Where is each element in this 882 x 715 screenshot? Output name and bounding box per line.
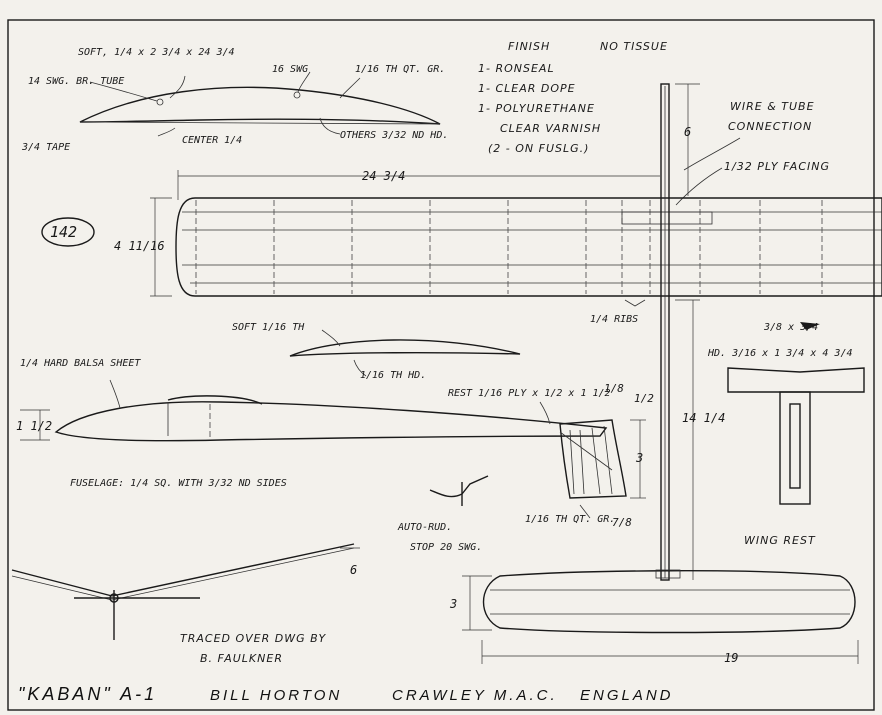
finish-item-1: 1- RONSEAL bbox=[478, 62, 555, 75]
fin-thk-dim: 1/8 bbox=[604, 382, 624, 395]
chord-dim: 4 11/16 bbox=[114, 239, 165, 253]
title-block: "KABAN" A-1 BILL HORTON CRAWLEY M.A.C. E… bbox=[18, 684, 674, 704]
model-name: "KABAN" A-1 bbox=[18, 684, 157, 704]
ply-facing: 1/32 PLY FACING bbox=[724, 160, 830, 173]
wing-rest: 3/8 x 3/4 HD. 3/16 x 1 3/4 x 4 3/4 WING … bbox=[707, 322, 865, 547]
wedge-icon bbox=[800, 322, 820, 330]
finish-notes: FINISH NO TISSUE 1- RONSEAL 1- CLEAR DOP… bbox=[478, 40, 830, 206]
wire-tube-1: WIRE & TUBE bbox=[730, 100, 815, 113]
designer-name: BILL HORTON bbox=[210, 687, 342, 704]
traced-line-2: B. FAULKNER bbox=[200, 652, 283, 665]
stab-section: SOFT 1/16 TH 1/16 TH HD. bbox=[232, 322, 521, 381]
wing-rest-label: WING REST bbox=[744, 534, 816, 547]
club-name: CRAWLEY M.A.C. bbox=[392, 687, 558, 704]
auto-rud-1: AUTO-RUD. bbox=[397, 522, 452, 533]
finish-title: FINISH bbox=[508, 40, 550, 53]
stab-bottom-label: 1/16 TH HD. bbox=[360, 370, 426, 381]
fuselage-note: FUSELAGE: 1/4 SQ. WITH 3/32 ND SIDES bbox=[70, 478, 287, 489]
finish-item-4: CLEAR VARNISH bbox=[500, 122, 601, 135]
fuselage-side-boom: 6 14 1/4 bbox=[660, 83, 725, 581]
fin-material: 1/16 TH QT. GR. bbox=[525, 514, 615, 525]
auto-rud-2: STOP 20 SWG. bbox=[410, 542, 482, 553]
swg16-label: 16 SWG bbox=[272, 64, 308, 75]
sheet-border bbox=[7, 19, 875, 711]
dihedral-front-view: 6 bbox=[11, 543, 360, 640]
stab-chord-dim: 3 bbox=[449, 597, 457, 611]
country-name: ENGLAND bbox=[580, 687, 674, 704]
stabilizer-plan: 3 19 bbox=[449, 569, 859, 665]
wing-plan: 24 3/4 4 11/16 1/4 RIBS bbox=[114, 169, 882, 325]
stab-top-label: SOFT 1/16 TH bbox=[232, 322, 305, 333]
soft-spar-label: SOFT, 1/4 x 2 3/4 x 24 3/4 bbox=[78, 47, 235, 58]
span-dim: 24 3/4 bbox=[362, 169, 405, 183]
finish-item-3: 1- POLYURETHANE bbox=[478, 102, 595, 115]
fin-base-dim: 7/8 bbox=[612, 516, 632, 529]
finish-item-2: 1- CLEAR DOPE bbox=[478, 82, 576, 95]
qtgr-label: 1/16 TH QT. GR. bbox=[355, 64, 445, 75]
fin: 1/8 1/2 3 7/8 1/16 TH QT. GR. bbox=[525, 382, 654, 529]
tube-label: 14 SWG. BR. TUBE bbox=[28, 76, 124, 87]
wire-tube-2: CONNECTION bbox=[728, 120, 812, 133]
plan-number: 142 bbox=[50, 223, 77, 241]
hard-balsa-label: 1/4 HARD BALSA SHEET bbox=[20, 358, 141, 369]
others-label: OTHERS 3/32 ND HD. bbox=[340, 130, 448, 141]
wing-rest-hd-dims: HD. 3/16 x 1 3/4 x 4 3/4 bbox=[707, 348, 853, 359]
plan-number-oval bbox=[41, 217, 95, 247]
traced-line-1: TRACED OVER DWG BY bbox=[180, 632, 326, 645]
stab-span-dim: 19 bbox=[724, 651, 738, 665]
fuselage-length-dim: 14 1/4 bbox=[682, 411, 725, 425]
fuselage-side: 1/4 HARD BALSA SHEET 1 1/2 REST 1/16 PLY… bbox=[16, 358, 611, 489]
pylon-top-dim: 6 bbox=[684, 125, 691, 139]
wing-section: SOFT, 1/4 x 2 3/4 x 24 3/4 14 SWG. BR. T… bbox=[21, 47, 448, 153]
wing-rest-top-dims: 3/8 x 3/4 bbox=[763, 322, 818, 333]
fuse-depth-dim: 1 1/2 bbox=[16, 419, 52, 433]
rest-label: REST 1/16 PLY x 1/2 x 1 1/2 bbox=[448, 388, 611, 399]
fin-height-dim: 3 bbox=[635, 451, 643, 465]
auto-rudder-stop: AUTO-RUD. STOP 20 SWG. bbox=[397, 475, 489, 553]
no-tissue: NO TISSUE bbox=[600, 40, 668, 53]
center-label: CENTER 1/4 bbox=[182, 135, 242, 146]
dihedral-dim: 6 bbox=[350, 563, 357, 577]
fin-top-dim: 1/2 bbox=[634, 392, 654, 405]
finish-item-5: (2 - ON FUSLG.) bbox=[488, 142, 589, 155]
tape-label: 3/4 TAPE bbox=[21, 142, 70, 153]
ribs-label: 1/4 RIBS bbox=[590, 314, 638, 325]
